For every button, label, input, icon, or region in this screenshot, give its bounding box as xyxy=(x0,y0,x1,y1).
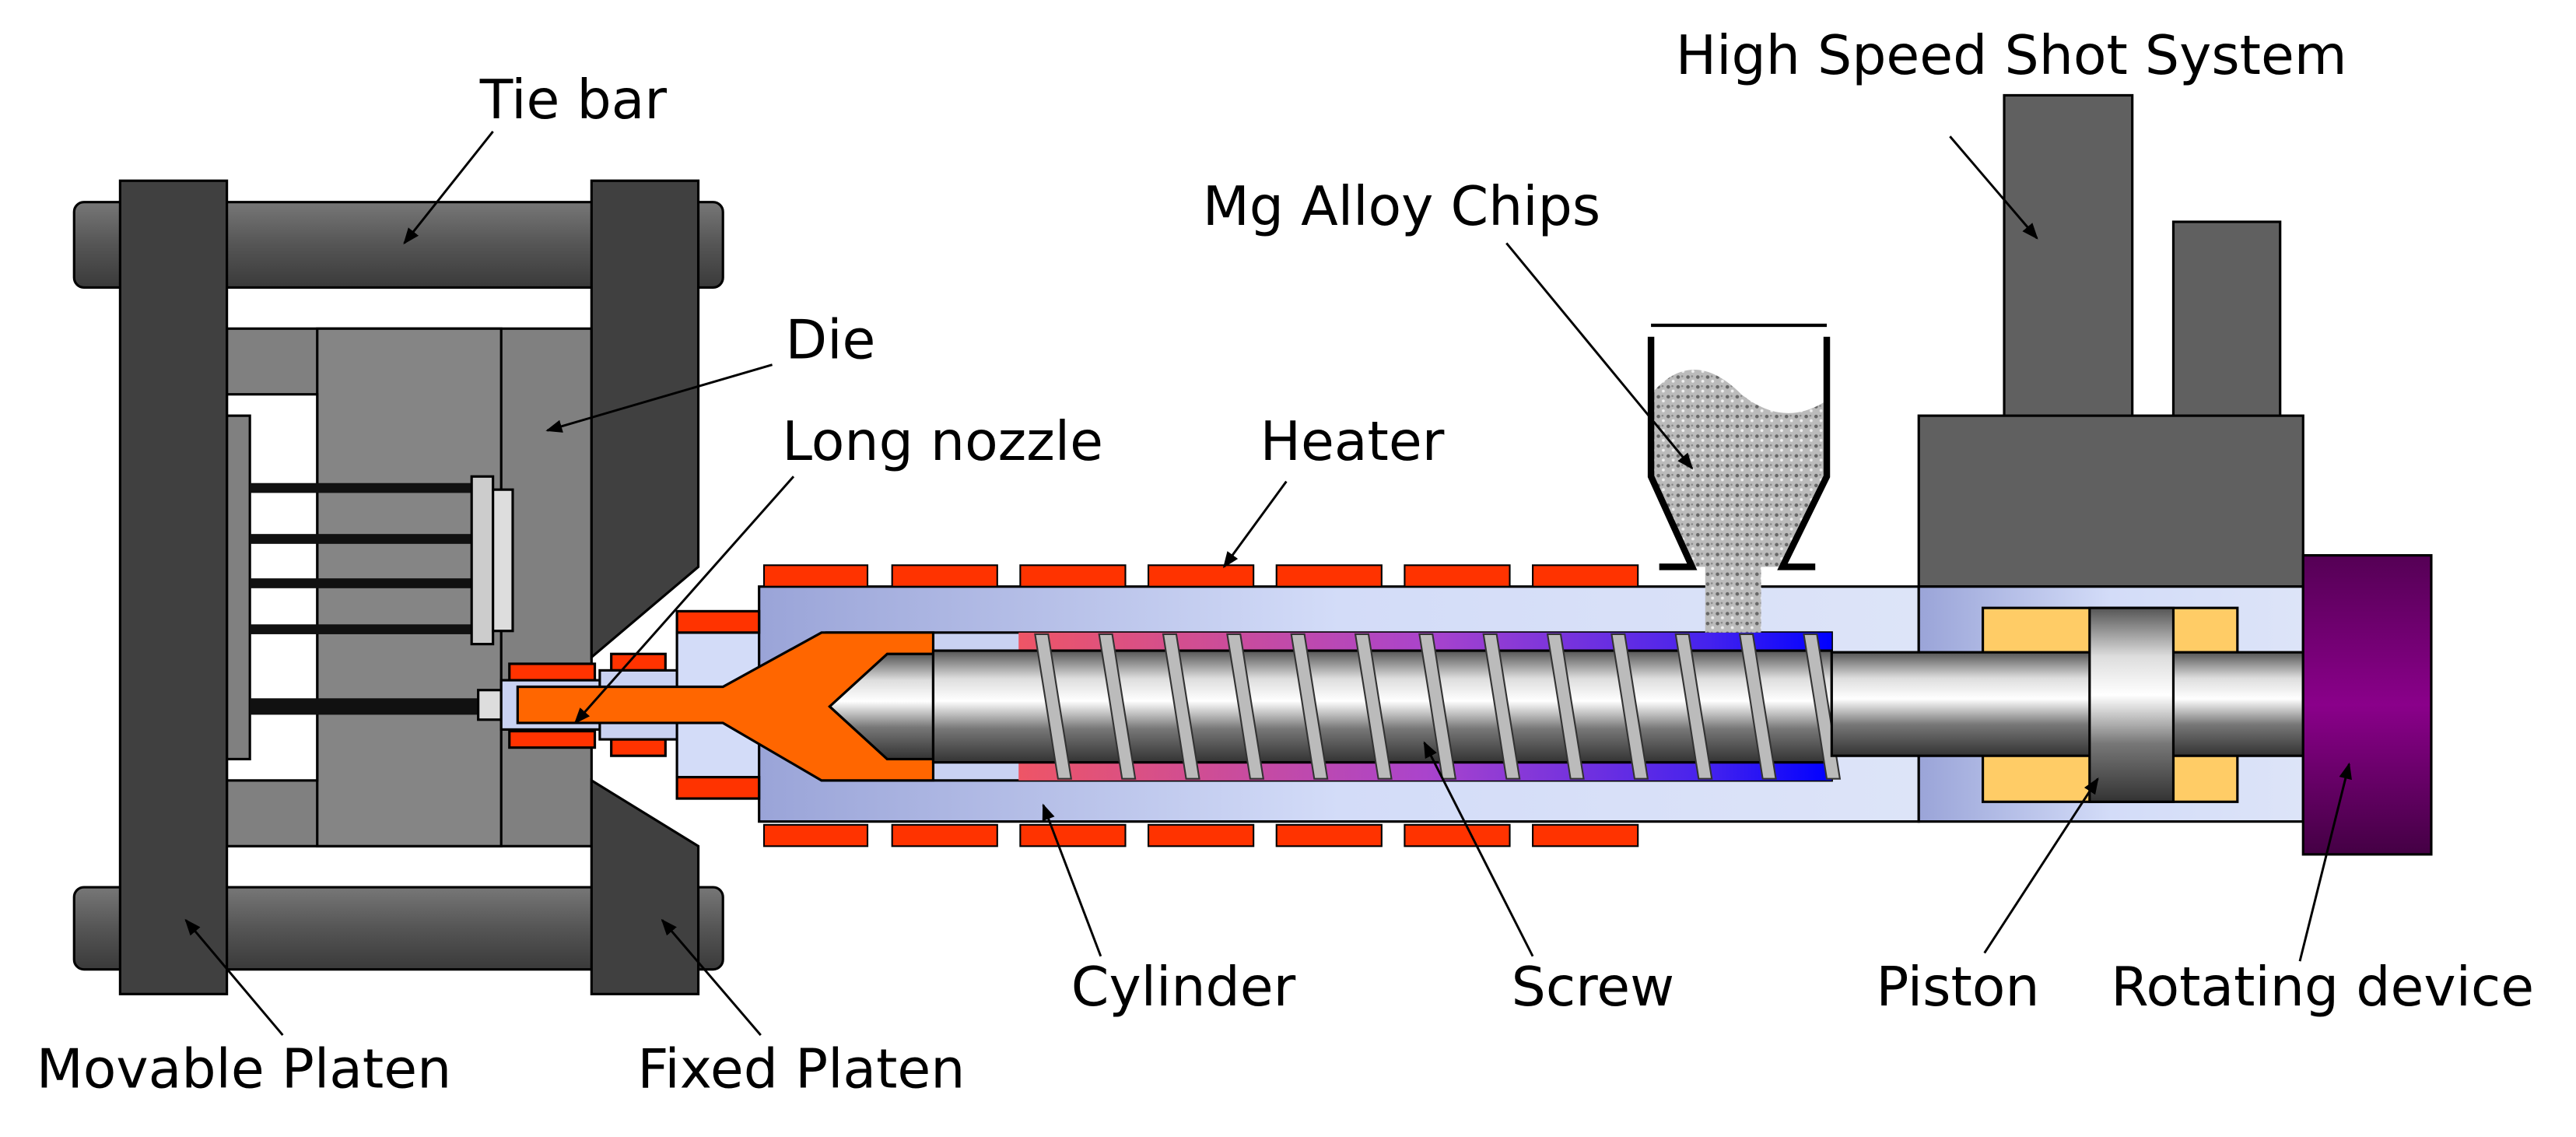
heater-bands xyxy=(762,564,1639,847)
label-high-speed-shot-system: High Speed Shot System xyxy=(1676,24,2347,87)
arrow-long-nozzle xyxy=(573,476,795,725)
screw-flight xyxy=(1482,633,1521,780)
tie-bar-top xyxy=(72,201,724,290)
label-heater: Heater xyxy=(1260,410,1445,473)
screw-flight xyxy=(1162,633,1200,780)
heater-head xyxy=(675,776,761,800)
ejector-plate xyxy=(226,414,251,760)
nozzle-heater xyxy=(610,652,667,672)
label-piston: Piston xyxy=(1876,956,2039,1019)
movable-platen xyxy=(118,179,229,995)
screw-flight xyxy=(1290,633,1329,780)
arrow-rotating-device xyxy=(2298,762,2352,962)
shot-cylinder-short xyxy=(2171,220,2282,419)
arrow-heater xyxy=(1222,480,1288,569)
screw-flight xyxy=(1674,633,1713,780)
tie-bar-bottom xyxy=(72,886,724,971)
shot-cylinder-tall xyxy=(2003,93,2134,419)
heater-head xyxy=(675,609,761,634)
die-insert-face xyxy=(492,488,514,633)
label-movable-platen: Movable Platen xyxy=(37,1038,452,1101)
hopper xyxy=(1647,336,1831,570)
screw-flight xyxy=(1354,633,1393,780)
arrow-fixed-platen xyxy=(661,918,762,1037)
label-mg-alloy-chips: Mg Alloy Chips xyxy=(1203,175,1600,238)
label-long-nozzle: Long nozzle xyxy=(782,410,1103,473)
nozzle-heater xyxy=(508,729,597,749)
label-rotating-device: Rotating device xyxy=(2111,956,2534,1019)
screw-flight xyxy=(1226,633,1265,780)
rotating-device xyxy=(2301,554,2433,856)
shot-system-block xyxy=(1917,414,2304,588)
label-fixed-platen: Fixed Platen xyxy=(637,1038,965,1101)
screw-flight xyxy=(1546,633,1585,780)
ejector-pins xyxy=(250,483,480,715)
arrow-movable-platen xyxy=(184,918,284,1037)
label-die: Die xyxy=(785,308,875,371)
label-tie-bar: Tie bar xyxy=(479,68,668,132)
arrow-mg-alloy-chips xyxy=(1505,242,1694,470)
sprue-bushing xyxy=(477,689,503,721)
fixed-platen xyxy=(590,179,700,995)
screw-flights xyxy=(1034,633,1842,780)
screw-flight xyxy=(1418,633,1457,780)
nozzle-heater xyxy=(610,738,667,757)
arrow-screw xyxy=(1423,741,1534,957)
piston xyxy=(2088,606,2175,803)
screw-flight xyxy=(1034,633,1073,780)
screw-flight xyxy=(1610,633,1649,780)
label-screw: Screw xyxy=(1512,956,1674,1019)
arrow-piston xyxy=(1983,777,2099,954)
screw-flight xyxy=(1098,633,1137,780)
nozzle-heater xyxy=(508,662,597,682)
arrow-high-speed-shot-system xyxy=(1949,135,2038,240)
arrow-tie-bar xyxy=(403,130,494,245)
screw-flight xyxy=(1738,633,1777,780)
label-cylinder: Cylinder xyxy=(1071,956,1296,1019)
arrow-die xyxy=(545,363,773,433)
die-insert xyxy=(470,475,495,646)
piston-rod xyxy=(1830,651,2304,757)
arrow-cylinder xyxy=(1042,803,1102,957)
